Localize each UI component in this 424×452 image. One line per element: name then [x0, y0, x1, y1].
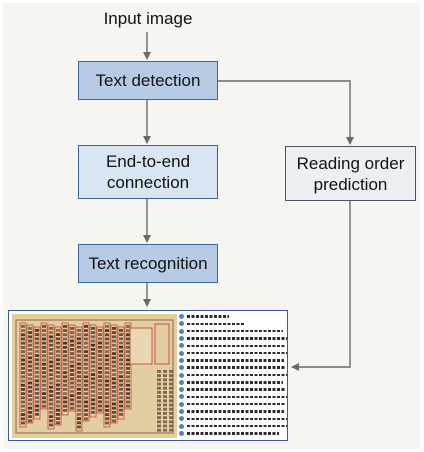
detected-text-column: [124, 322, 132, 410]
line-glyphs: [187, 373, 287, 377]
line-glyphs: [187, 322, 245, 326]
line-glyphs: [187, 417, 287, 421]
result-image-panel: [8, 310, 288, 441]
transcribed-line: [179, 408, 287, 415]
line-glyphs: [187, 381, 283, 384]
detected-text-column: [96, 326, 104, 414]
transcribed-line: [179, 328, 287, 335]
line-bullet-icon: [179, 321, 184, 327]
line-glyphs: [187, 315, 229, 318]
line-bullet-icon: [179, 423, 184, 429]
detected-text-column: [75, 326, 83, 432]
line-bullet-icon: [179, 365, 184, 371]
detected-text-column: [68, 324, 76, 412]
arrow-detection-to-reading-order: [218, 80, 354, 145]
detected-text-column: [19, 322, 27, 428]
reading-order-label-line1: Reading order: [296, 153, 405, 173]
detected-text-column: [89, 324, 97, 418]
document-scan-drawing: [12, 314, 177, 438]
line-glyphs: [187, 359, 284, 362]
arrow-reading-order-to-result: [291, 201, 351, 371]
transcribed-line: [179, 335, 287, 342]
line-glyphs: [187, 351, 287, 355]
transcribed-text-lines: [179, 313, 287, 437]
transcribed-line: [179, 342, 287, 349]
line-bullet-icon: [179, 430, 184, 436]
transcribed-line: [179, 371, 287, 378]
line-bullet-icon: [179, 343, 184, 349]
line-bullet-icon: [179, 336, 184, 342]
detected-text-column: [82, 322, 90, 422]
line-bullet-icon: [179, 328, 184, 334]
end-to-end-label-line2: connection: [106, 173, 190, 192]
line-glyphs: [187, 337, 287, 340]
line-bullet-icon: [179, 350, 184, 356]
end-to-end-label-line1: End-to-end: [105, 152, 191, 171]
transcribed-line: [179, 349, 287, 356]
text-recognition-label: Text recognition: [88, 254, 208, 273]
transcribed-line: [179, 430, 287, 437]
text-detection-label: Text detection: [95, 71, 201, 90]
line-bullet-icon: [179, 416, 184, 422]
transcribed-line: [179, 401, 287, 408]
line-bullet-icon: [179, 372, 184, 378]
detected-text-column: [103, 322, 111, 428]
transcribed-line: [179, 320, 287, 327]
reading-order-label-line2: prediction: [313, 174, 388, 194]
text-detection-box: Text detection: [78, 61, 218, 100]
line-glyphs: [187, 344, 285, 348]
line-bullet-icon: [179, 409, 184, 414]
reading-order-prediction-box: Reading order prediction: [285, 146, 416, 201]
transcribed-line: [179, 357, 287, 364]
line-glyphs: [187, 388, 285, 391]
line-glyphs: [187, 329, 283, 333]
transcribed-line: [179, 379, 287, 386]
detected-text-column: [47, 324, 55, 430]
line-glyphs: [187, 410, 284, 413]
line-bullet-icon: [179, 379, 184, 385]
transcribed-line: [179, 415, 287, 422]
ancient-document-image: [12, 314, 177, 438]
detected-text-column: [117, 326, 125, 420]
line-glyphs: [187, 424, 287, 428]
line-glyphs: [187, 395, 287, 399]
detected-text-column: [61, 322, 69, 416]
detected-text-column: [110, 324, 118, 424]
line-bullet-icon: [179, 394, 184, 400]
line-bullet-icon: [179, 387, 184, 393]
line-glyphs: [187, 366, 286, 369]
input-image-label: Input image: [103, 9, 193, 28]
detected-text-column: [33, 326, 41, 420]
line-glyphs: [187, 402, 286, 406]
end-to-end-connection-box: End-to-end connection: [78, 145, 218, 199]
line-glyphs: [187, 432, 279, 435]
transcribed-line: [179, 393, 287, 400]
transcribed-line: [179, 313, 287, 320]
detected-text-column: [26, 324, 34, 424]
transcribed-line: [179, 422, 287, 429]
text-recognition-box: Text recognition: [78, 244, 218, 283]
detected-text-column: [40, 322, 48, 410]
transcribed-line: [179, 364, 287, 371]
line-bullet-icon: [179, 401, 184, 407]
transcribed-line: [179, 386, 287, 393]
line-bullet-icon: [179, 357, 184, 363]
detected-text-column: [54, 326, 62, 426]
line-bullet-icon: [179, 314, 184, 320]
